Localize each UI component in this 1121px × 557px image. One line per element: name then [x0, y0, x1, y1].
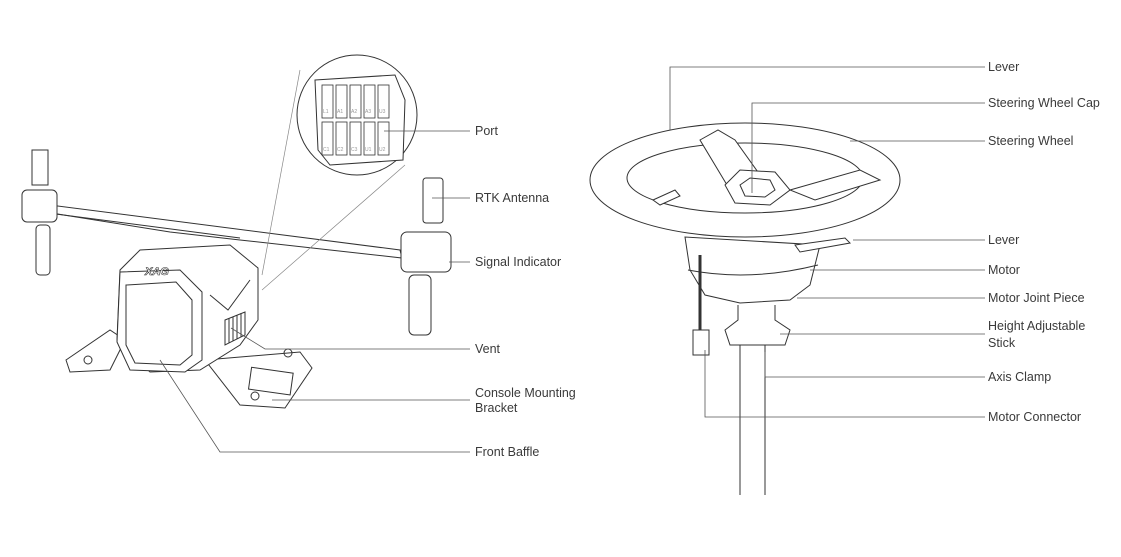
port-label: A3: [365, 109, 371, 115]
port-label: U1: [365, 147, 372, 153]
label-lever-top: Lever: [988, 60, 1020, 74]
leader-lines: [159, 130, 470, 453]
label-front-baffle: Front Baffle: [475, 445, 540, 459]
port-label: C3: [351, 147, 358, 153]
steering-illustration: [589, 66, 985, 495]
label-vent: Vent: [475, 342, 501, 356]
port-label: L1: [323, 109, 329, 115]
label-motor: Motor: [988, 263, 1020, 277]
label-mounting-bracket-line1: Console Mounting: [475, 386, 576, 400]
port-label: C2: [337, 147, 344, 153]
port-label: U2: [379, 147, 386, 153]
front-baffle: [116, 269, 203, 373]
port-label: C1: [323, 147, 330, 153]
label-rtk-antenna: RTK Antenna: [475, 191, 550, 205]
label-signal-indicator: Signal Indicator: [475, 255, 562, 269]
label-mounting-bracket-line2: Bracket: [475, 401, 518, 415]
signal-indicator: [400, 231, 452, 273]
xag-logo: XAG: [144, 266, 169, 278]
leader-lines: [669, 66, 985, 418]
label-height-stick-line2: Stick: [988, 336, 1016, 350]
label-motor-connector: Motor Connector: [988, 410, 1082, 424]
label-motor-joint-piece: Motor Joint Piece: [988, 291, 1085, 305]
steering-wheel-cap: [724, 169, 791, 206]
label-steering-wheel: Steering Wheel: [988, 134, 1074, 148]
motor-connector: [692, 329, 710, 356]
console-illustration: XAG L1 A1 A2 A3 U3 C1 C2 C3 U1 U2: [21, 54, 470, 453]
port-label: A1: [337, 109, 343, 115]
rtk-antenna: [422, 177, 444, 224]
label-lever-bottom: Lever: [988, 233, 1020, 247]
axis-clamp: [724, 305, 791, 346]
port-label: A2: [351, 109, 357, 115]
port-panel: [321, 84, 390, 156]
label-height-stick-line1: Height Adjustable: [988, 319, 1086, 333]
label-port: Port: [475, 124, 498, 138]
motor: [684, 236, 821, 304]
label-axis-clamp: Axis Clamp: [988, 370, 1052, 384]
label-steering-wheel-cap: Steering Wheel Cap: [988, 96, 1100, 110]
port-label: U3: [379, 109, 386, 115]
